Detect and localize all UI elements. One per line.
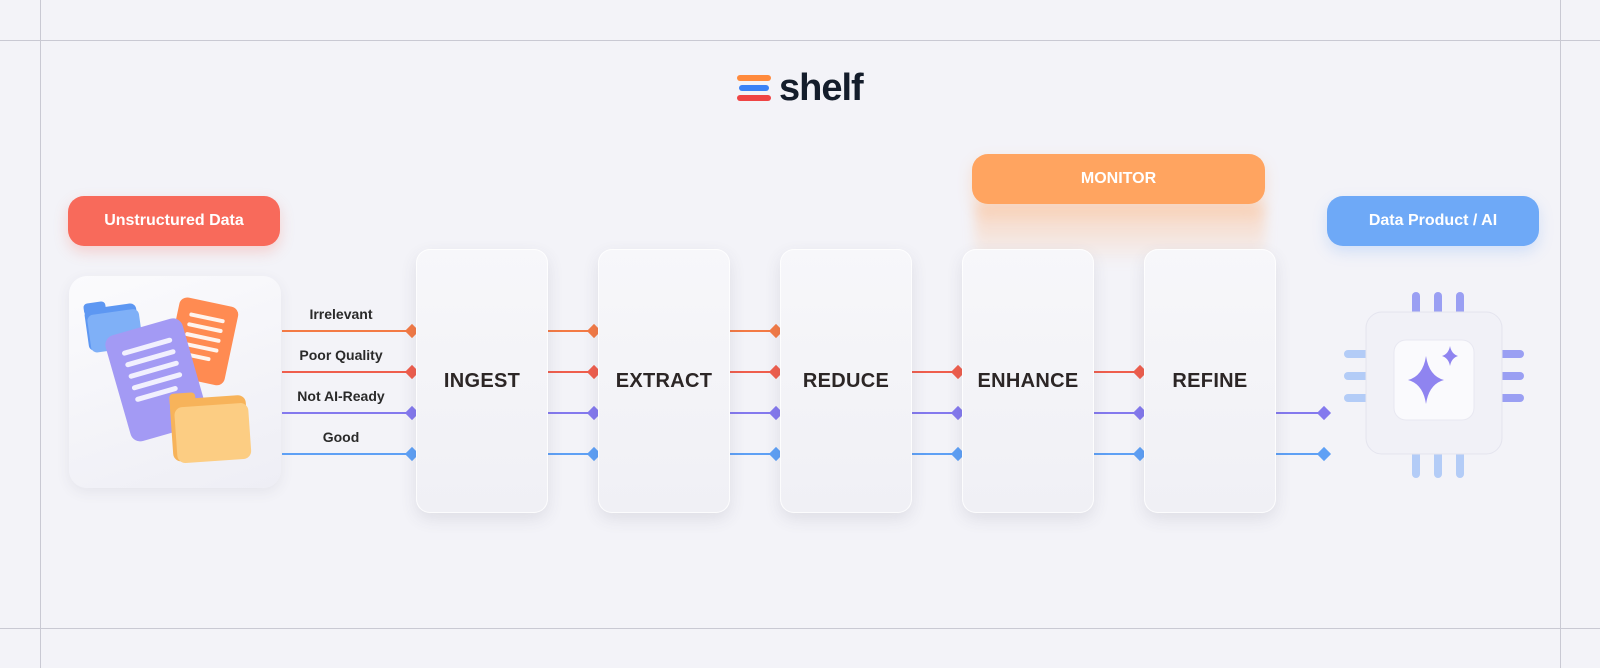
logo-wordmark: shelf xyxy=(779,67,864,109)
connector-diamond xyxy=(404,405,420,421)
connector-diamond xyxy=(586,446,602,462)
connector-diamond xyxy=(586,323,602,339)
monitor-label: MONITOR xyxy=(972,154,1265,204)
connector-diamond xyxy=(950,446,966,462)
guide-line-bottom xyxy=(0,628,1600,629)
connector-diamond xyxy=(768,364,784,380)
stage-label: EXTRACT xyxy=(615,369,713,392)
unstructured-data-label: Unstructured Data xyxy=(68,196,280,246)
unstructured-data-card xyxy=(69,276,281,488)
stage-label: ENHANCE xyxy=(977,369,1079,392)
stage-refine: REFINE xyxy=(1144,249,1276,513)
connector-diamond xyxy=(950,405,966,421)
connector-diamond xyxy=(1132,405,1148,421)
connector-diamond xyxy=(586,405,602,421)
stage-enhance: ENHANCE xyxy=(962,249,1094,513)
stage-label: REDUCE xyxy=(802,369,890,392)
connector-diamond xyxy=(1132,446,1148,462)
stage-reduce: REDUCE xyxy=(780,249,912,513)
documents-folders-icon xyxy=(83,297,252,464)
connector-diamond xyxy=(404,364,420,380)
stage-label: REFINE xyxy=(1172,369,1248,392)
ai-chip-sparkle-icon xyxy=(1344,288,1524,488)
stage-label: INGEST xyxy=(443,369,521,392)
connector-diamond xyxy=(404,323,420,339)
guide-line-right xyxy=(1560,0,1561,668)
shelf-logo: shelf xyxy=(737,67,864,109)
data-product-label: Data Product / AI xyxy=(1327,196,1539,246)
connector-diamond xyxy=(404,446,420,462)
connector-diamond xyxy=(768,323,784,339)
connector-diamond xyxy=(768,405,784,421)
stream-label-irrelevant: Irrelevant xyxy=(309,306,373,322)
connector-diamond xyxy=(1316,405,1332,421)
stream-label-good: Good xyxy=(322,429,360,445)
logo-stripes-icon xyxy=(737,72,773,104)
connector-diamond xyxy=(768,446,784,462)
connector-diamond xyxy=(1132,364,1148,380)
connector-diamond xyxy=(950,364,966,380)
stage-extract: EXTRACT xyxy=(598,249,730,513)
connector-diamond xyxy=(586,364,602,380)
guide-line-top xyxy=(0,40,1600,41)
connector-diamond xyxy=(1316,446,1332,462)
stage-ingest: INGEST xyxy=(416,249,548,513)
guide-line-left xyxy=(40,0,41,668)
stream-label-not-ai-ready: Not AI-Ready xyxy=(297,388,385,404)
stream-label-poor-quality: Poor Quality xyxy=(299,347,383,363)
